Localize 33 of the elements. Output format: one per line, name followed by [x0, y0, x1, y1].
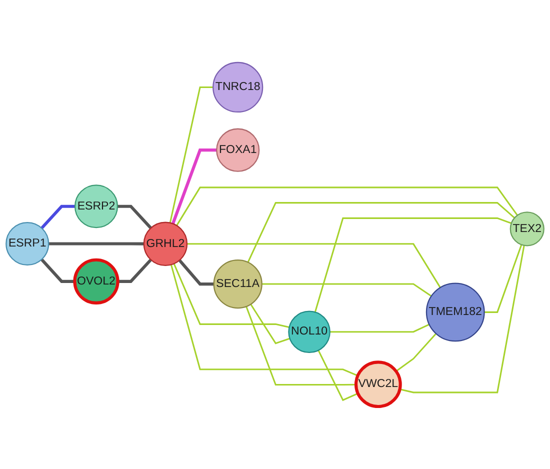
connector — [484, 244, 522, 313]
node-circle: TNRC18 — [212, 62, 264, 113]
node-circle: ESRP2 — [74, 184, 118, 228]
connector — [176, 186, 518, 226]
connector — [117, 204, 152, 230]
connector — [171, 148, 217, 224]
connector — [48, 242, 144, 246]
node-circle: TEX2 — [510, 212, 544, 246]
node-circle: FOXA1 — [216, 128, 260, 172]
connector — [318, 350, 358, 402]
connector — [396, 333, 437, 372]
connector — [178, 259, 214, 286]
node-circle: SEC11A — [213, 259, 262, 309]
node-circle: GRHL2 — [143, 222, 188, 266]
connector — [330, 324, 430, 333]
node-circle: ESRP1 — [6, 222, 50, 266]
node-circle: VWC2L — [354, 360, 402, 408]
connector — [40, 258, 75, 283]
connector — [186, 243, 441, 288]
connector — [314, 217, 512, 312]
connector — [247, 202, 516, 263]
connector — [173, 263, 290, 328]
connector — [40, 204, 76, 230]
connector — [169, 86, 214, 224]
connector — [400, 245, 525, 394]
node-circle: OVOL2 — [73, 258, 120, 304]
node-circle: TMEM182 — [426, 282, 485, 342]
node-circle: NOL10 — [288, 310, 330, 354]
connector — [170, 264, 358, 376]
connector — [246, 306, 356, 386]
connector — [262, 283, 432, 297]
connector — [118, 258, 152, 283]
connector — [250, 304, 290, 344]
